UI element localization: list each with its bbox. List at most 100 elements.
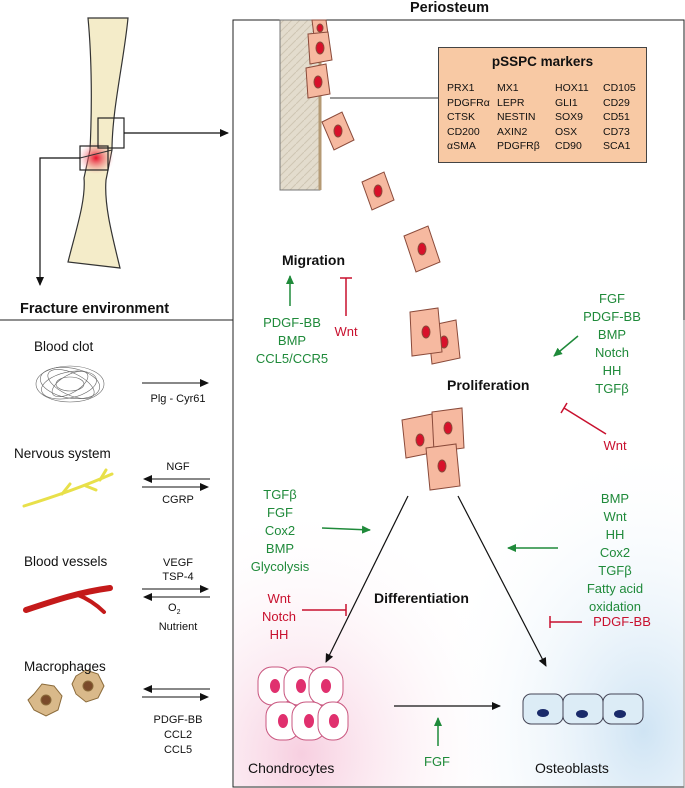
oxygen-label: O2 [168,602,181,617]
fracture-site [78,142,114,174]
factor-item: BMP [597,327,627,342]
osteo-glow [420,420,683,786]
marker-item: PDGFRα [447,96,490,109]
blood-vessels-label: Blood vessels [24,554,108,569]
marker-item: CD51 [603,111,630,123]
blood-clot-factors: Plg - Cyr61 [140,392,216,406]
proliferation-label: Proliferation [447,377,530,393]
differentiation-label: Differentiation [374,590,469,606]
pssc-cell-group [305,19,465,491]
factor-item: VEGF [163,557,193,569]
arrow-to-fracture-env [36,157,80,286]
factor-item: Wnt [334,324,358,339]
migration-promoters: PDGF-BB BMP CCL5/CCR5 [246,314,338,368]
chondro-promote-arrow [321,525,371,534]
factor-item: Fatty acid oxidation [586,581,644,614]
markers-title: pSSPC markers [491,54,594,69]
factor-item: CCL5 [163,744,193,756]
proliferation-inhibit-line [563,407,607,435]
migration-label: Migration [282,252,345,268]
marker-item: PRX1 [447,82,475,94]
nerve-icon [22,468,114,508]
factor-item: PDGF-BB [153,714,203,726]
osteoblast-row [522,693,644,725]
marker-item: CTSK [447,111,476,123]
marker-item: SCA1 [603,140,631,152]
factor-item: Plg - Cyr61 [150,393,206,405]
marker-item: NESTIN [497,111,536,123]
factor-item: Wnt [603,509,627,524]
factor-item: Wnt [267,591,291,606]
migration-inhibitors: Wnt [328,323,364,341]
marker-item: SOX9 [555,111,584,123]
osteoblasts-label: Osteoblasts [535,760,609,776]
factor-item: Cox2 [264,523,296,538]
to-osteoblasts-arrow [457,495,547,667]
macrophage-icon [27,669,105,717]
nervous-factors-in: NGF [150,460,206,474]
factor-item: BMP [600,491,630,506]
factor-item: BMP [277,333,307,348]
marker-item: MX1 [497,82,519,94]
factor-item: Notch [595,345,629,360]
marker-item: AXIN2 [497,125,528,138]
fracture-environment-title: Fracture environment [20,301,170,317]
factor-item: BMP [265,541,295,556]
factor-item: TGFβ [263,487,297,502]
vessel-factors-out: VEGF TSP-4 [150,556,206,584]
factor-item: Cox2 [599,545,631,560]
blood-clot-label: Blood clot [34,339,94,354]
marker-item: CD73 [603,125,630,138]
factor-item: CCL5/CCR5 [255,351,329,366]
marker-item: CD29 [603,96,630,109]
blood-vessel-icon [23,585,113,614]
factor-item: FGF [267,505,293,520]
proliferation-inhibitors: Wnt [595,437,635,455]
proliferation-inhibit-bar [560,402,568,414]
marker-item: CD105 [603,82,636,94]
factor-item: CCL2 [163,729,193,741]
osteo-inhibitors: PDGF-BB [586,613,658,631]
factor-item: HH [602,363,622,378]
factor-item: TGFβ [595,381,629,396]
factor-item: Nutrient [158,621,198,633]
factor-item: FGF [599,291,625,306]
factor-item: Glycolysis [250,559,310,574]
factor-item: NGF [166,461,190,473]
marker-item: GLI1 [555,96,578,109]
nervous-factors-out: CGRP [150,493,206,507]
marker-item: αSMA [447,140,476,152]
periosteum-title: Periosteum [410,0,489,16]
factor-item: Wnt [603,438,627,453]
factor-item: Notch [262,609,296,624]
factor-item: HH [269,627,289,642]
fracture-line [79,149,113,159]
marker-item: PDGFRβ [497,140,540,152]
transition-factor: FGF [424,754,450,769]
marker-item: HOX11 [555,82,589,94]
vessel-factors-in: Nutrient [150,620,206,634]
marker-item: LEPR [497,96,525,109]
macrophages-label: Macrophages [24,659,106,674]
factor-item: PDGF-BB [583,309,641,324]
marker-item: OSX [555,125,578,138]
chondrocytes-label: Chondrocytes [248,760,335,776]
factor-item: TGFβ [598,563,632,578]
blood-clot-icon [35,365,105,403]
proliferation-promote-arrow [553,335,579,357]
factor-item: TSP-4 [162,571,194,583]
chondrocyte-cluster [257,666,349,741]
marker-item: CD200 [447,125,480,138]
to-chondrocytes-arrow [325,495,409,663]
factor-item: PDGF-BB [263,315,321,330]
factor-item: CGRP [162,494,194,506]
factor-item: HH [605,527,625,542]
nervous-system-label: Nervous system [14,446,111,461]
